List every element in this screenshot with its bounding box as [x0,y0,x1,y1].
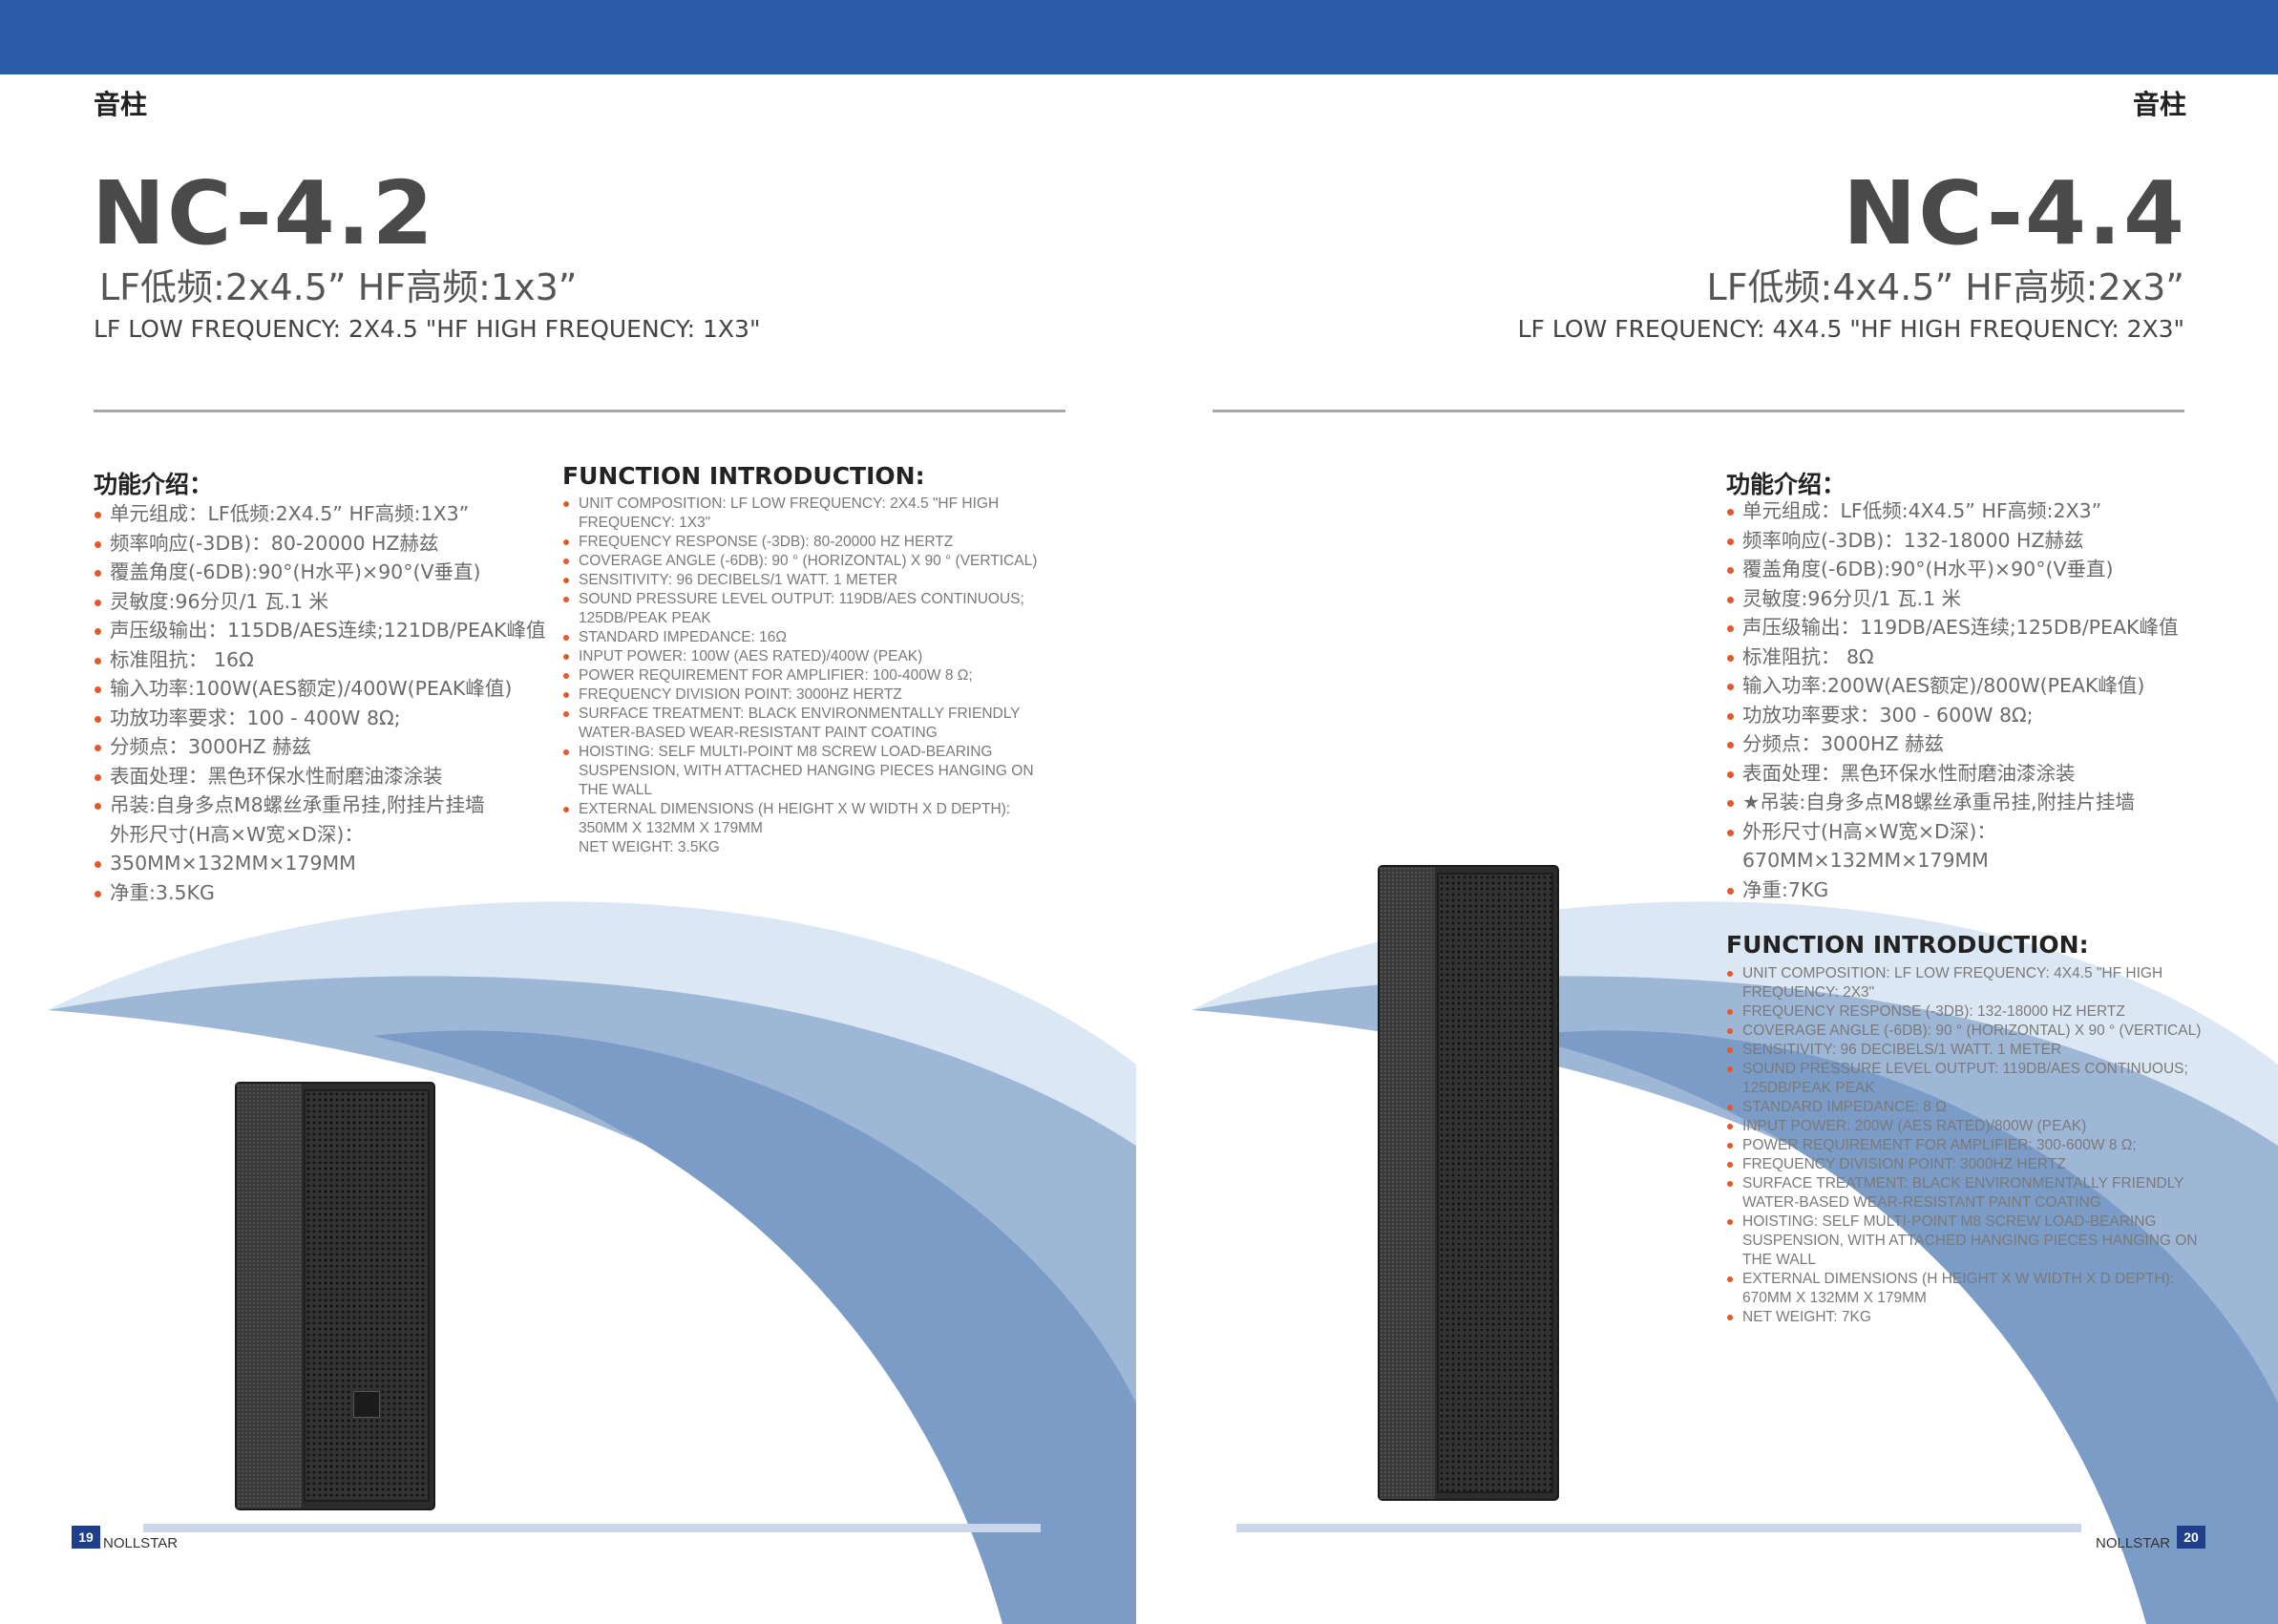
feature-item: 频率响应(-3DB)：132-18000 HZ赫兹 [1727,526,2178,556]
footer-bar-right [1236,1524,2081,1532]
feature-item: NET WEIGHT: 7KG [1727,1308,2204,1327]
feature-item: SURFACE TREATMENT: BLACK ENVIRONMENTALLY… [563,705,1041,743]
heading-en-right: FUNCTION INTRODUCTION: [1726,931,2089,959]
feature-item: STANDARD IMPEDANCE: 8 Ω [1727,1098,2204,1117]
subtitle-en-right: LF LOW FREQUENCY: 4X4.5 "HF HIGH FREQUEN… [1517,315,2184,343]
speaker-image-nc-4-2 [237,1084,433,1508]
logo-badge [353,1391,380,1418]
subtitle-cn-left: LF低频:2x4.5” HF高频:1x3” [99,266,578,308]
feature-item: INPUT POWER: 200W (AES RATED)/800W (PEAK… [1727,1117,2204,1136]
feature-item: ★吊装:自身多点M8螺丝承重吊挂,附挂片挂墙 [1727,788,2178,817]
feature-item: 670MM×132MM×179MM [1742,849,1989,872]
divider-left [94,410,1065,412]
top-banner [0,0,2278,74]
feature-item: SURFACE TREATMENT: BLACK ENVIRONMENTALLY… [1727,1174,2204,1213]
brand-right: NOLLSTAR [2096,1535,2171,1551]
divider-right [1213,410,2184,412]
feature-item: 350MM×132MM×179MM [95,849,545,878]
feature-item: SENSITIVITY: 96 DECIBELS/1 WATT. 1 METER [1727,1041,2204,1060]
feature-item: 输入功率:100W(AES额定)/400W(PEAK峰值) [95,674,545,704]
feature-item: 覆盖角度(-6DB):90°(H水平)×90°(V垂直) [95,558,545,587]
feature-item: FREQUENCY RESPONSE (-3DB): 132-18000 HZ … [1727,1002,2204,1022]
feature-item: 覆盖角度(-6DB):90°(H水平)×90°(V垂直) [1727,555,2178,584]
feature-item: SOUND PRESSURE LEVEL OUTPUT: 119DB/AES C… [563,590,1041,628]
feature-item: 吊装:自身多点M8螺丝承重吊挂,附挂片挂墙 [95,791,545,820]
feature-item: 灵敏度:96分贝/1 瓦.1 米 [95,587,545,617]
feature-item: EXTERNAL DIMENSIONS (H HEIGHT X W WIDTH … [1727,1270,2204,1308]
feature-item: POWER REQUIREMENT FOR AMPLIFIER: 300-600… [1727,1136,2204,1155]
feature-item: 功放功率要求：300 - 600W 8Ω; [1727,701,2178,730]
feature-item: 输入功率:200W(AES额定)/800W(PEAK峰值) [1727,671,2178,701]
feature-item: SENSITIVITY: 96 DECIBELS/1 WATT. 1 METER [563,571,1041,590]
heading-cn-right: 功能介绍： [1726,471,1846,498]
feature-item: NET WEIGHT: 3.5KG [579,839,720,855]
feature-item: 外形尺寸(H高×W宽×D深)： [1727,817,2178,847]
feature-item: 标准阻抗： 16Ω [95,645,545,675]
feature-item: HOISTING: SELF MULTI-POINT M8 SCREW LOAD… [1727,1213,2204,1270]
feature-item: 标准阻抗： 8Ω [1727,643,2178,672]
feature-item: FREQUENCY DIVISION POINT: 3000HZ HERTZ [563,685,1041,705]
feature-item: 净重:3.5KG [95,878,545,908]
features-en-left: UNIT COMPOSITION: LF LOW FREQUENCY: 2X4.… [563,495,1041,857]
feature-item: 灵敏度:96分贝/1 瓦.1 米 [1727,584,2178,614]
brand-left: NOLLSTAR [103,1535,179,1551]
feature-item: 频率响应(-3DB)：80-20000 HZ赫兹 [95,529,545,559]
feature-item: SOUND PRESSURE LEVEL OUTPUT: 119DB/AES C… [1727,1060,2204,1098]
heading-cn-left: 功能介绍： [94,471,214,498]
feature-item: STANDARD IMPEDANCE: 16Ω [563,628,1041,647]
feature-item: 分频点：3000HZ 赫兹 [1727,729,2178,759]
feature-item: EXTERNAL DIMENSIONS (H HEIGHT X W WIDTH … [563,800,1041,838]
category-label-left: 音柱 [94,89,148,120]
feature-item: FREQUENCY DIVISION POINT: 3000HZ HERTZ [1727,1155,2204,1174]
feature-item: POWER REQUIREMENT FOR AMPLIFIER: 100-400… [563,666,1041,685]
speaker-image-nc-4-4 [1380,867,1557,1499]
features-cn-left: 单元组成：LF低频:2X4.5” HF高频:1X3”频率响应(-3DB)：80-… [95,499,545,907]
subtitle-en-left: LF LOW FREQUENCY: 2X4.5 "HF HIGH FREQUEN… [94,315,761,343]
feature-item: COVERAGE ANGLE (-6DB): 90 ° (HORIZONTAL)… [1727,1022,2204,1041]
feature-item: 净重:7KG [1727,875,2178,905]
page-number-right: 20 [2177,1526,2205,1549]
category-label-right: 音柱 [2132,89,2186,120]
features-en-right: UNIT COMPOSITION: LF LOW FREQUENCY: 4X4.… [1727,964,2204,1327]
feature-item: 分频点：3000HZ 赫兹 [95,732,545,762]
feature-item: INPUT POWER: 100W (AES RATED)/400W (PEAK… [563,647,1041,666]
feature-item: 单元组成：LF低频:2X4.5” HF高频:1X3” [95,499,545,529]
feature-item: 表面处理：黑色环保水性耐磨油漆涂装 [1727,759,2178,789]
feature-item: 表面处理：黑色环保水性耐磨油漆涂装 [95,762,545,791]
feature-item: COVERAGE ANGLE (-6DB): 90 ° (HORIZONTAL)… [563,552,1041,571]
feature-item: 功放功率要求：100 - 400W 8Ω; [95,704,545,733]
left-page-swirl [48,901,1136,1624]
heading-en-left: FUNCTION INTRODUCTION: [562,462,925,490]
feature-item: 单元组成：LF低频:4X4.5” HF高频:2X3” [1727,496,2178,526]
feature-item: 声压级输出：115DB/AES连续;121DB/PEAK峰值 [95,616,545,645]
feature-item: UNIT COMPOSITION: LF LOW FREQUENCY: 2X4.… [563,495,1041,533]
page-number-left: 19 [72,1526,100,1549]
subtitle-cn-right: LF低频:4x4.5” HF高频:2x3” [1706,266,2184,308]
model-title-right: NC-4.4 [1843,162,2186,264]
feature-item: FREQUENCY RESPONSE (-3DB): 80-20000 HZ H… [563,533,1041,552]
feature-item: 声压级输出：119DB/AES连续;125DB/PEAK峰值 [1727,613,2178,643]
features-cn-right: 单元组成：LF低频:4X4.5” HF高频:2X3”频率响应(-3DB)：132… [1727,496,2178,904]
feature-item: 外形尺寸(H高×W宽×D深)： [110,822,364,846]
feature-item: UNIT COMPOSITION: LF LOW FREQUENCY: 4X4.… [1727,964,2204,1002]
footer-bar-left [143,1524,1041,1532]
model-title-left: NC-4.2 [92,162,435,264]
feature-item: HOISTING: SELF MULTI-POINT M8 SCREW LOAD… [563,743,1041,800]
